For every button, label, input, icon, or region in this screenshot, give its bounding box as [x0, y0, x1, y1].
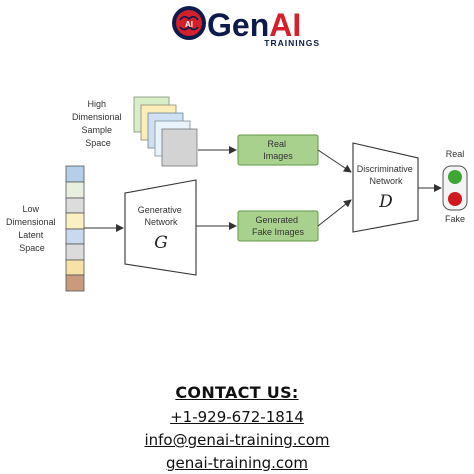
- arrow-fake-to-discriminator: [317, 199, 352, 227]
- fake-light-icon: [448, 192, 462, 206]
- latent-cell: [65, 165, 85, 183]
- discriminator-label: Discriminative Network: [357, 164, 416, 186]
- brand-name: GenAI: [207, 7, 301, 43]
- generator-symbol: G: [154, 233, 168, 253]
- latent-cell: [65, 243, 85, 261]
- real-images-label: Real Images: [263, 139, 293, 161]
- output-fake-label: Fake: [445, 214, 465, 224]
- logo-badge-text: AI: [185, 20, 193, 29]
- latent-cell: [65, 197, 85, 214]
- contact-heading: CONTACT US:: [175, 383, 299, 402]
- latent-cell: [65, 228, 85, 245]
- generator-network: [124, 179, 197, 276]
- sample-card: [161, 128, 198, 167]
- generated-images-label: Generated Fake Images: [252, 215, 305, 237]
- output-real-label: Real: [446, 149, 465, 159]
- latent-cell: [65, 259, 85, 276]
- sample-space-stack: [133, 96, 198, 167]
- latent-cell: [65, 212, 85, 230]
- sample-space-label: High Dimensional Sample Space: [72, 99, 124, 148]
- arrow-real-to-discriminator: [317, 149, 352, 173]
- real-light-icon: [448, 170, 462, 184]
- contact-phone-link[interactable]: +1-929-672-1814: [170, 408, 304, 426]
- latent-cell: [65, 181, 85, 199]
- contact-email-link[interactable]: info@genai-training.com: [144, 431, 330, 449]
- latent-cell: [65, 274, 85, 292]
- generator-label: Generative Network: [138, 205, 185, 227]
- discriminator-network: [352, 142, 419, 233]
- contact-website-link[interactable]: genai-training.com: [166, 454, 308, 472]
- latent-space-label: Low Dimensional Latent Space: [6, 204, 58, 253]
- brand-logo: AI GenAI TRAININGS: [172, 6, 320, 48]
- brand-subtitle: TRAININGS: [264, 38, 320, 48]
- latent-vector: [65, 165, 85, 292]
- discriminator-symbol: D: [378, 192, 393, 212]
- brain-icon: AI: [172, 6, 206, 40]
